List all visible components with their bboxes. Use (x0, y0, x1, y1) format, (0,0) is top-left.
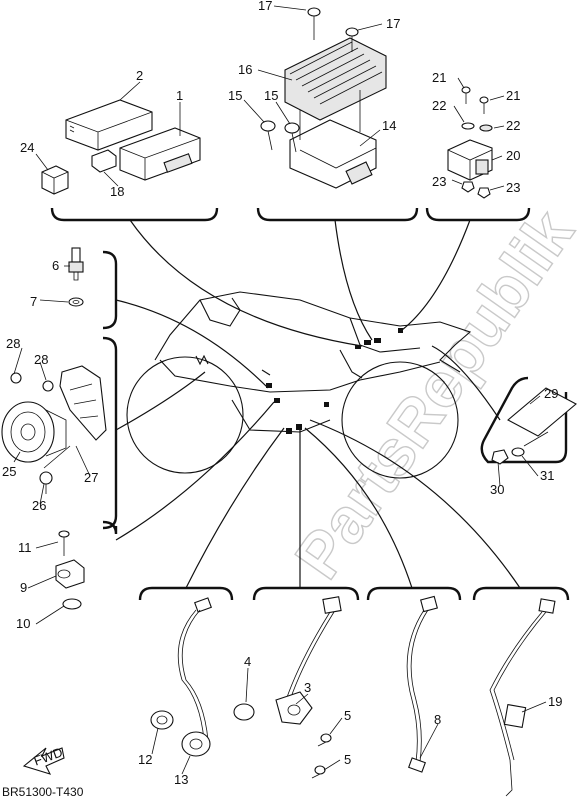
part-number-21a: 21 (432, 70, 446, 85)
part-number-5a: 5 (344, 708, 351, 723)
leader-lines (13, 5, 547, 775)
part-number-21b: 21 (506, 88, 520, 103)
part-number-20: 20 (506, 148, 520, 163)
part-number-22b: 22 (506, 118, 520, 133)
part-number-3: 3 (304, 680, 311, 695)
part-number-23a: 23 (432, 174, 446, 189)
part-number-8: 8 (434, 712, 441, 727)
part-number-28b: 28 (34, 352, 48, 367)
forward-arrow-icon: FWD (22, 744, 65, 775)
bolts-28 (10, 372, 54, 392)
relay-24 (41, 165, 69, 195)
part-number-15b: 15 (264, 88, 278, 103)
bolts-17 (307, 7, 359, 52)
part-number-31: 31 (540, 468, 554, 483)
o-ring-4 (233, 703, 255, 721)
screws-21 (461, 86, 489, 114)
part-number-17b: 17 (386, 16, 400, 31)
horn-25 (1, 401, 67, 463)
part-number-15a: 15 (228, 88, 242, 103)
part-number-2: 2 (136, 68, 143, 83)
left-brackets (102, 250, 275, 541)
bolts-15 (260, 120, 300, 153)
relay-20 (447, 139, 493, 181)
part-number-12: 12 (138, 752, 152, 767)
part-number-18: 18 (110, 184, 124, 199)
part-labels: 1 2 24 18 17 17 16 15 15 14 21 21 22 22 … (2, 0, 562, 787)
washer-31 (511, 431, 549, 457)
horn-bracket-27 (43, 365, 107, 469)
part-number-5b: 5 (344, 752, 351, 767)
part-number-25: 25 (2, 464, 16, 479)
part-number-17a: 17 (258, 0, 272, 13)
plate-29 (507, 387, 577, 437)
screws-5 (311, 733, 332, 779)
relay-unit-2 (65, 99, 153, 151)
part-number-11: 11 (18, 540, 32, 555)
o-ring-10 (62, 598, 82, 610)
rectifier-regulator (284, 37, 387, 189)
part-number-14: 14 (382, 118, 396, 133)
sensor-9 (55, 559, 85, 589)
part-number-6: 6 (52, 258, 59, 273)
part-number-24: 24 (20, 140, 34, 155)
part-number-7: 7 (30, 294, 37, 309)
bracket-18 (91, 149, 117, 173)
motorcycle-silhouette (126, 291, 472, 479)
part-number-4: 4 (244, 654, 251, 669)
watermark: PartsRepublik (281, 197, 581, 591)
part-number-28a: 28 (6, 336, 20, 351)
part-number-9: 9 (20, 580, 27, 595)
gasket-7 (68, 297, 84, 307)
part-number-29: 29 (544, 386, 558, 401)
sensor-harness-12-13 (150, 597, 212, 757)
ecu-unit (119, 127, 201, 181)
part-number-10: 10 (16, 616, 30, 631)
sensor-3 (275, 596, 342, 725)
part-number-22a: 22 (432, 98, 446, 113)
part-number-13: 13 (174, 772, 188, 787)
part-number-1: 1 (176, 88, 183, 103)
part-number-23b: 23 (506, 180, 520, 195)
nuts-23 (461, 181, 491, 199)
screw-11 (58, 530, 70, 556)
part-number-26: 26 (32, 498, 46, 513)
part-number-16: 16 (238, 62, 252, 77)
part-number-30: 30 (490, 482, 504, 497)
top-brackets (50, 207, 531, 347)
bottom-brackets (138, 419, 570, 601)
sensor-19 (489, 598, 556, 797)
diagram-code: BR51300-T430 (2, 785, 84, 799)
washers-22 (461, 122, 493, 132)
part-number-27: 27 (84, 470, 98, 485)
bolt-26 (39, 471, 53, 494)
right-bracket (431, 345, 568, 464)
sensor-8 (406, 595, 438, 773)
nut-30 (491, 449, 509, 465)
part-number-19: 19 (548, 694, 562, 709)
temperature-sensor-6 (68, 247, 84, 281)
